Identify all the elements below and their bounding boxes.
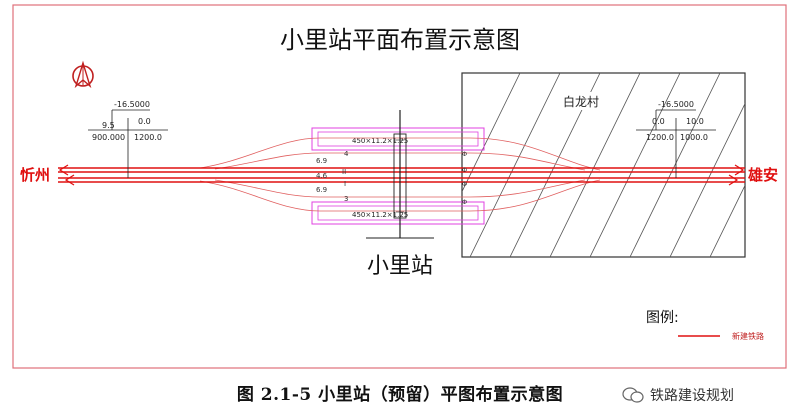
watermark: 铁路建设规划 [622, 384, 792, 406]
legend-new-railway: 新建铁路 [732, 331, 764, 341]
watermark-text: 铁路建设规划 [650, 388, 734, 404]
platform-bottom: 450×11.2×1.25 [311, 201, 485, 225]
north-arrow-icon [72, 60, 94, 89]
left-length-2: 1200.0 [134, 133, 162, 142]
legend-title: 图例: [646, 310, 679, 326]
gradient-block-left: -16.5000 9.5 900.000 0.0 1200.0 [88, 100, 168, 178]
track-spacing-3: 6.9 [316, 186, 327, 194]
diagram-title: 小里站平面布置示意图 [280, 26, 520, 54]
left-direction-arrows [58, 164, 75, 186]
right-grade-1: 0.0 [652, 117, 665, 126]
left-grade-2: 0.0 [138, 117, 151, 126]
left-length-1: 900.000 [92, 133, 125, 142]
diagram-frame [12, 4, 787, 369]
switch-markers: Ф Ф Ф Ф [462, 151, 467, 206]
station-name: 小里站 [367, 254, 433, 279]
svg-text:Ф: Ф [462, 181, 467, 188]
track-number-3: 3 [344, 195, 348, 203]
wechat-icon [622, 387, 644, 403]
main-line-tracks [58, 167, 745, 183]
track-number-4: 4 [344, 150, 349, 158]
right-direction-arrows [728, 164, 745, 186]
right-elevation: -16.5000 [658, 100, 694, 109]
left-grade-1: 9.5 [102, 121, 115, 130]
track-spacing-2: 4.6 [316, 172, 328, 180]
platform-top: 450×11.2×1.25 [311, 127, 485, 151]
svg-text:Ф: Ф [462, 167, 467, 174]
station-throat-outline [199, 137, 601, 212]
right-length-2: 1000.0 [680, 133, 708, 142]
svg-text:Ф: Ф [462, 151, 467, 158]
track-number-I: I [344, 180, 346, 188]
right-length-1: 1200.0 [646, 133, 674, 142]
svg-text:Ф: Ф [462, 199, 467, 206]
left-elevation: -16.5000 [114, 100, 150, 109]
end-label-left: 忻州 [20, 166, 50, 184]
end-label-right: 雄安 [747, 166, 778, 184]
right-grade-2: 10.0 [686, 117, 704, 126]
village-label: 白龙村 [563, 94, 599, 109]
track-spacing-1: 6.9 [316, 157, 327, 165]
track-number-II: II [342, 168, 346, 176]
legend: 图例: 新建铁路 [646, 310, 764, 341]
gradient-block-right: -16.5000 0.0 1200.0 10.0 1000.0 [636, 100, 716, 178]
station-building [366, 110, 434, 239]
platform-bottom-label: 450×11.2×1.25 [352, 211, 408, 219]
platform-top-label: 450×11.2×1.25 [352, 137, 408, 145]
village-area: 白龙村 [461, 72, 746, 258]
figure-caption: 图 2.1-5 小里站（预留）平图布置示意图 [236, 385, 564, 405]
track-annotations: 4 II I 3 6.9 4.6 6.9 [316, 150, 349, 203]
